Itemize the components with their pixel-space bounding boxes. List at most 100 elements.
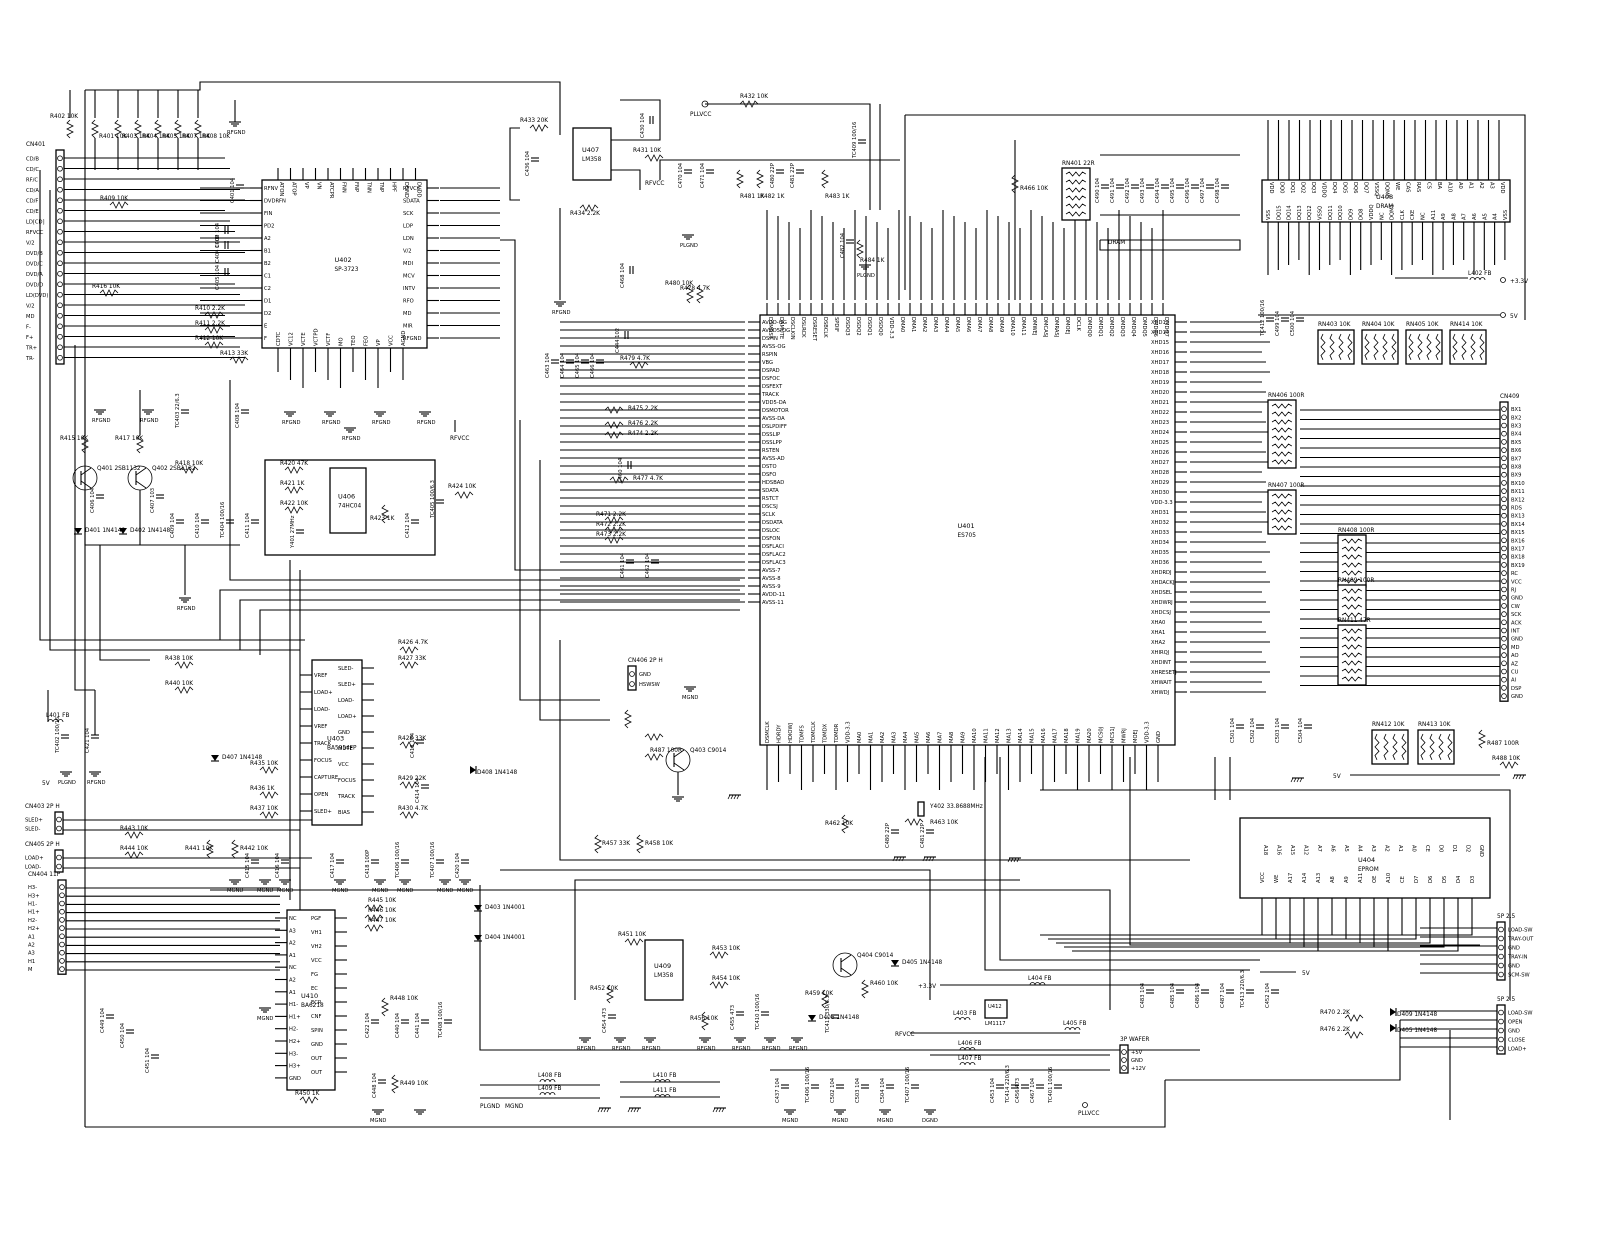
decoupling-capacitor-label: C487 104 [1220,982,1226,1008]
u401-pin-label: DSFLAC2 [762,552,786,558]
u407-op-amp-part: LM358 [582,157,602,163]
u408-pin-label: A6 [1472,213,1478,220]
u406-inverter-part: 74HC04 [338,504,361,510]
inductor-coil [969,1062,976,1066]
connector-pin [1501,471,1507,478]
resistor-body [154,119,162,139]
resistor [594,834,602,854]
wire [85,81,561,135]
u401-pin-label: XHD36 [1151,560,1169,566]
d408-diode [470,766,477,774]
c500-capacitor-label: C500 104 [1290,310,1296,336]
net-label: DGND [922,1118,938,1124]
inductor-coil [1479,277,1486,281]
resistor-body [1344,1031,1364,1039]
u401-pin-label: DSDQ2 [855,317,861,336]
resistor-element [1341,604,1363,610]
u401-pin-label: RSTCT [762,496,779,502]
net-label: MGND [332,888,348,894]
power-capacitor-label: TC407 100/16 [905,1067,911,1104]
c450-capacitor [126,1029,134,1034]
rn411-resistor-network [1337,624,1367,686]
u401-pin-label: DSRESET [811,317,817,342]
u408-pin-label: DQ12 [1307,205,1313,220]
decoupling-capacitor-label: C490 104 [1095,177,1101,203]
resistor-label: R463 10K [930,820,958,826]
u404-eprom-chip-part: EPROM [1358,867,1379,873]
resistor-element [1408,333,1414,360]
u401-pin-label: AVSS-9 [762,584,781,590]
resistor-element [1341,660,1363,666]
resistor-body [66,119,74,139]
net-label: MGND [457,888,473,894]
connector-pin-label: BX15 [1511,530,1525,536]
net-label: RFGND [642,1046,660,1052]
power-capacitor-label: C467 104 [1030,1077,1036,1103]
connector-pin [1501,660,1507,667]
c470-capacitor [684,169,692,174]
resistor-element [1364,333,1370,360]
u401-pin-label: XHDWRJ [1151,600,1173,606]
u408-pin-label: A3 [1489,182,1495,189]
c423-capacitor-label: C440 104 [395,1012,401,1038]
wire [999,757,1260,961]
cn405-load-connector-ref: CN405 2P H [25,842,60,848]
resistor-element [1447,733,1453,760]
u412-regulator [984,999,1008,1019]
resistor-label: R483 1K [825,194,850,200]
resistor-element [1373,333,1379,360]
y401-crystal-label: Y401 27MHz [290,515,296,549]
resistor-element [1429,733,1435,760]
u403-pin-label: VREF [314,673,327,679]
transistor-body [72,465,98,491]
u401-decoder-chip [759,314,1176,746]
resistor [644,154,664,162]
resistor-element [1065,171,1087,177]
connector-pin-label: CLOSE [1508,1038,1525,1044]
u408-pin-label: NC [1379,212,1385,220]
resistor [284,466,304,474]
wire [539,460,610,721]
u410-pin-label: GND [289,1076,301,1082]
resistor-body [99,289,119,297]
connector-pin [1501,635,1507,642]
resistor-element [1341,554,1363,560]
resistor-label: R441 10K [185,846,213,852]
resistor-element [1065,195,1087,201]
connector-pin [1501,512,1507,519]
u401-pin-label: DSPIN [762,336,778,342]
connector-pin-label: CD/B [26,156,39,162]
c420-capacitor [461,859,469,864]
u402-pin-label: A2 [264,236,271,242]
c470-capacitor-label: C470 104 [678,162,684,188]
u402-pin-label: TNP [378,181,384,192]
resistor-body [399,781,419,789]
u401-pin-label: MA10 [972,728,978,743]
u401-pin-label: MA14 [1018,728,1024,743]
resistor-label: R476 2.2K [628,421,658,427]
u403-pin-label: FOCUS [338,778,356,784]
resistor [1011,174,1019,194]
inductor-coil [539,1079,546,1083]
net-label: +3.3V [1510,279,1528,285]
resistor [231,839,239,859]
u401-pin-label: MA3 [892,732,898,743]
c409-capacitor-label: C409 104 [170,512,176,538]
decoupling-capacitor-label: TC413 220/6.3 [1240,970,1246,1009]
c423-capacitor [401,1019,409,1024]
resistor-label: R433 20K [520,118,548,124]
resistor-label: R444 10K [120,846,148,852]
u410-pin-label: H2+ [289,1039,301,1045]
c404-capacitor [224,241,229,249]
transistor-lead [840,954,852,963]
connector-pin [57,312,63,319]
wire [984,757,1250,971]
connector-pin [57,302,63,309]
u410-pin-label: A1 [289,953,296,959]
resistor [1344,1031,1364,1039]
resistor-label: R407 10K [182,134,210,140]
q403-transistor [665,747,691,773]
connector-pin [1501,537,1507,544]
u401-pin-label: TDMFS [800,725,806,744]
u408-pin-label: CS [1426,182,1432,189]
